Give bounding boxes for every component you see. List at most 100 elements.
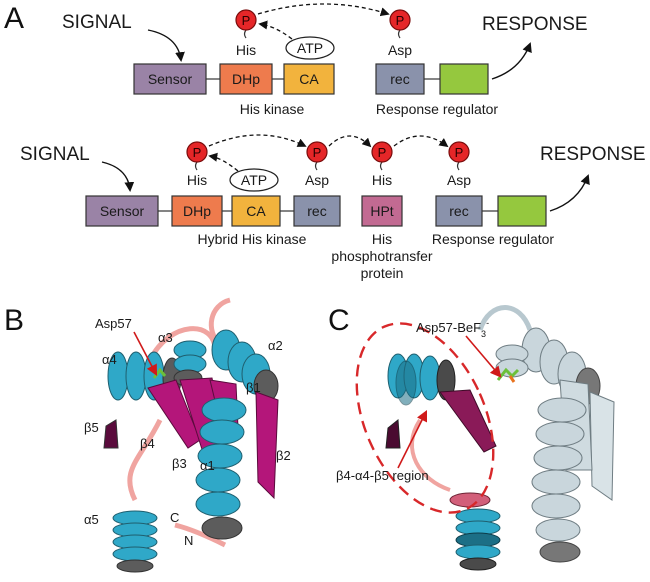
rec-label-top: rec xyxy=(390,71,409,87)
bef3-stick xyxy=(496,367,520,381)
hybrid-his-kinase-caption: Hybrid His kinase xyxy=(198,231,307,247)
dhp-label-top: DHp xyxy=(232,71,260,87)
region-arrow xyxy=(397,409,428,469)
dhp-box-bottom xyxy=(171,195,223,227)
alpha5-label: α5 xyxy=(84,512,99,527)
phosphotransfer-arrow-top xyxy=(257,3,390,17)
his-label-bottom-2: His xyxy=(372,172,392,188)
structure-c xyxy=(355,305,615,571)
dhp-box-top xyxy=(219,63,273,95)
grey-protein xyxy=(477,305,615,563)
panel-label-a: A xyxy=(4,2,24,35)
asp-squiggle-bottom-1 xyxy=(314,161,318,171)
ca-box-bottom xyxy=(231,195,281,227)
beta4-label: β4 xyxy=(140,436,155,451)
panel-label-b: B xyxy=(4,304,24,337)
rec-box-top xyxy=(375,63,425,95)
ca-label-bottom: CA xyxy=(246,203,266,219)
loop-b-2 xyxy=(127,418,163,502)
atp-ellipse-top xyxy=(285,36,335,60)
asp57-bef3-label: Asp57-BeF3- xyxy=(416,318,489,339)
signal-arrow-top xyxy=(147,29,185,62)
sensor-label-bottom: Sensor xyxy=(100,203,145,219)
his-squiggle-bottom-2 xyxy=(379,161,383,171)
beta2-label: β2 xyxy=(276,448,291,463)
c-term-label: C xyxy=(170,510,179,525)
alpha3-label: α3 xyxy=(158,330,173,345)
colored-region xyxy=(385,353,501,571)
phosphotransfer-arrow-bottom-1 xyxy=(208,134,307,147)
output-box-bottom xyxy=(497,195,547,227)
atp-label-top: ATP xyxy=(297,40,323,56)
asp57-label: Asp57 xyxy=(95,316,132,331)
phospho-his-bottom-2-label: P xyxy=(378,145,387,160)
atp-transfer-arrow-top xyxy=(258,20,293,40)
phospho-his-top-label: P xyxy=(242,13,251,28)
region-ellipse xyxy=(355,322,495,514)
hpt-caption-line-2: phosphotransfer xyxy=(331,248,433,264)
dhp-label-bottom: DHp xyxy=(183,203,211,219)
phospho-his-bottom-1-label: P xyxy=(193,145,202,160)
asp57-arrow xyxy=(133,331,158,376)
his-label-top: His xyxy=(236,42,256,58)
signal-arrow-bottom xyxy=(101,161,135,192)
phosphotransfer-arrow-bottom-2 xyxy=(328,135,372,148)
phospho-his-bottom-2 xyxy=(371,141,393,163)
structure-b xyxy=(103,297,279,573)
phospho-asp-top xyxy=(389,9,411,31)
phosphotransfer-arrow-bottom-3 xyxy=(393,135,449,148)
response-regulator-caption-bottom: Response regulator xyxy=(432,231,555,247)
strand-beta4-c xyxy=(439,389,497,453)
strand-beta5 xyxy=(103,419,119,449)
ca-box-top xyxy=(283,63,335,95)
output-box-top xyxy=(439,63,489,95)
helix-alpha1 xyxy=(195,397,247,540)
alpha1-label: α1 xyxy=(200,458,215,473)
asp-label-bottom-2: Asp xyxy=(447,172,471,188)
his-squiggle-top xyxy=(243,29,247,39)
loop-b-3 xyxy=(174,522,227,548)
phospho-his-top xyxy=(235,9,257,31)
alpha2-label: α2 xyxy=(268,338,283,353)
atp-label-bottom: ATP xyxy=(241,172,267,188)
phospho-asp-top-label: P xyxy=(396,13,405,28)
asp-label-top: Asp xyxy=(388,42,412,58)
phospho-asp-bottom-2-label: P xyxy=(455,145,464,160)
rec-label-bottom-1: rec xyxy=(307,203,326,219)
response-arrow-top xyxy=(491,42,532,80)
atp-transfer-arrow-bottom xyxy=(208,152,239,172)
alpha4-label: α4 xyxy=(102,352,117,367)
strand-beta2 xyxy=(255,391,279,500)
phospho-asp-bottom-1-label: P xyxy=(313,145,322,160)
hpt-label: HPt xyxy=(370,203,393,219)
response-regulator-caption-top: Response regulator xyxy=(376,101,499,117)
response-arrow-bottom xyxy=(549,174,590,212)
rec-box-bottom-1 xyxy=(293,195,341,227)
sensor-label-top: Sensor xyxy=(148,71,193,87)
signal-label-bottom: SIGNAL xyxy=(20,144,90,165)
response-label-bottom: RESPONSE xyxy=(540,144,646,165)
beta1-label: β1 xyxy=(246,380,261,395)
n-term-label: N xyxy=(184,533,193,548)
atp-ellipse-bottom xyxy=(229,168,279,192)
ca-label-top: CA xyxy=(299,71,319,87)
his-label-bottom-1: His xyxy=(187,172,207,188)
asp-squiggle-bottom-2 xyxy=(456,161,460,171)
signal-label-top: SIGNAL xyxy=(62,12,132,33)
beta5-label: β5 xyxy=(84,420,99,435)
sensor-box-bottom xyxy=(85,195,159,227)
helix-alpha3 xyxy=(173,340,207,387)
response-label-top: RESPONSE xyxy=(482,14,588,35)
asp-squiggle-top xyxy=(397,29,401,39)
hpt-caption-line-1: His xyxy=(372,231,392,247)
region-label: β4-α4-β5 region xyxy=(336,468,429,483)
hpt-caption-line-3: protein xyxy=(361,265,404,281)
sensor-box-top xyxy=(133,63,207,95)
strand-beta5-c xyxy=(385,419,401,449)
bef3-stick-orange xyxy=(508,375,516,383)
phospho-asp-bottom-2 xyxy=(448,141,470,163)
his-squiggle-bottom-1 xyxy=(194,161,198,171)
phospho-his-bottom-1 xyxy=(186,141,208,163)
panel-label-c: C xyxy=(328,304,350,337)
